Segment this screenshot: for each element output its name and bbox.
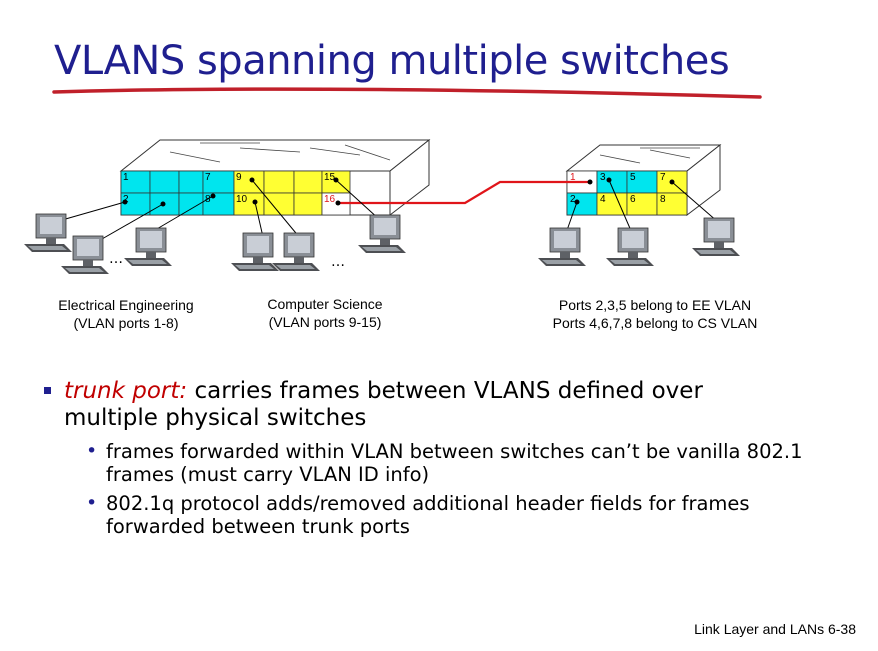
sub-bullet-text: frames forwarded within VLAN between swi…: [106, 440, 803, 463]
bullet-dot-icon: •: [86, 440, 98, 462]
port-label: 7: [205, 172, 211, 183]
right-label-line2: Ports 4,6,7,8 belong to CS VLAN: [552, 315, 758, 331]
host-cables: [61, 177, 719, 244]
sub-bullet-text: forwarded between trunk ports: [106, 515, 410, 538]
bullet-square-icon: [44, 387, 51, 394]
sub-bullet: • 802.1q protocol adds/removed additiona…: [44, 492, 844, 538]
trunk-port-label: 16: [324, 194, 336, 205]
port-label: 2: [123, 194, 129, 205]
vlan-diagram: 1 7 9 15 2 8 10 16 1 3 5 7 2 4 6: [23, 138, 741, 275]
sub-bullet-text: frames (must carry VLAN ID info): [106, 463, 430, 486]
port-label: 10: [236, 194, 248, 205]
bullet-list: trunk port: carries frames between VLANS…: [44, 378, 844, 538]
sub-bullet: • frames forwarded within VLAN between s…: [44, 440, 844, 486]
trunk-link: [338, 180, 590, 205]
bullet-text: carries frames between VLANS defined ove…: [187, 378, 703, 404]
port-label: 1: [123, 172, 129, 183]
port-label: 7: [660, 172, 666, 183]
ellipsis: …: [109, 251, 123, 267]
host-computers: [23, 213, 741, 275]
cs-label-line2: (VLAN ports 9-15): [268, 314, 382, 330]
cs-label-line1: Computer Science: [267, 296, 383, 312]
ee-label-line1: Electrical Engineering: [58, 297, 194, 313]
bullet-trunk-port: trunk port: carries frames between VLANS…: [44, 378, 844, 432]
bullet-text: multiple physical switches: [64, 405, 367, 431]
port-label: 3: [600, 172, 606, 183]
port-label: 2: [570, 194, 576, 205]
port-label: 8: [660, 194, 666, 205]
port-label: 6: [630, 194, 636, 205]
ellipsis: …: [331, 254, 345, 270]
port-label: 15: [324, 172, 336, 183]
port-label: 9: [236, 172, 242, 183]
switch-left: 1 7 9 15 2 8 10 16: [119, 138, 431, 217]
ee-label-line2: (VLAN ports 1-8): [73, 315, 179, 331]
page-title: VLANS spanning multiple switches: [54, 38, 730, 84]
cs-label: Computer Science (VLAN ports 9-15): [250, 295, 400, 331]
term-trunk-port: trunk port:: [64, 378, 188, 404]
port-label: 5: [630, 172, 636, 183]
slide-footer: Link Layer and LANs 6-38: [694, 621, 856, 637]
right-label-line1: Ports 2,3,5 belong to EE VLAN: [558, 297, 752, 313]
ee-label: Electrical Engineering (VLAN ports 1-8): [46, 296, 206, 332]
switch-right: 1 3 5 7 2 4 6 8: [565, 143, 722, 217]
sub-bullet-text: 802.1q protocol adds/removed additional …: [106, 492, 750, 515]
port-label: 4: [600, 194, 606, 205]
bullet-dot-icon: •: [86, 492, 98, 514]
title-underline: [52, 87, 762, 99]
right-switch-label: Ports 2,3,5 belong to EE VLAN Ports 4,6,…: [540, 296, 770, 332]
trunk-port-label: 1: [570, 172, 576, 183]
